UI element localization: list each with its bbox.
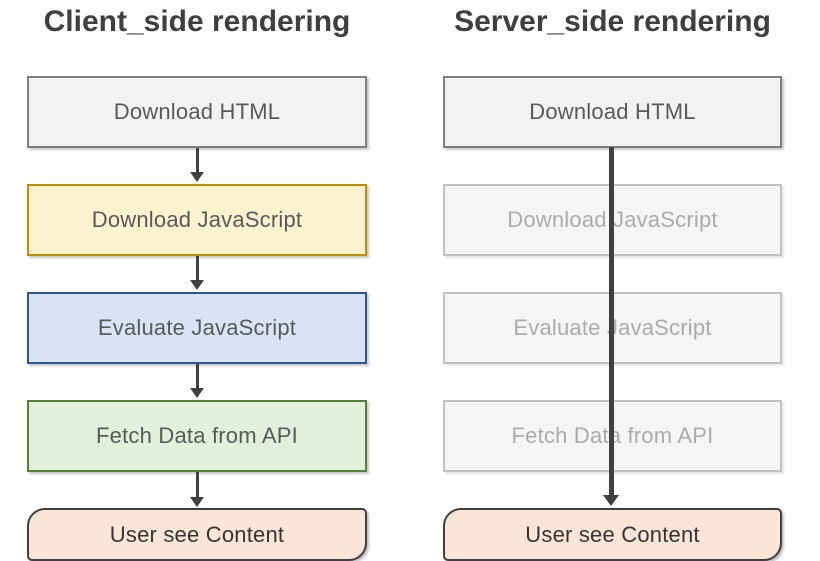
step-label: User see Content <box>109 521 285 547</box>
client-step-download-html: Download HTML <box>27 76 367 148</box>
step-label: Download JavaScript <box>91 207 303 232</box>
step-label: Evaluate JavaScript <box>97 315 297 340</box>
server-step-download-html: Download HTML <box>443 76 782 148</box>
step-label: Fetch Data from API <box>96 423 298 448</box>
step-label: User see Content <box>525 521 700 547</box>
arrow-down-icon <box>603 495 619 506</box>
client-step-user-see-content: User see Content <box>27 508 367 561</box>
arrow-down-icon <box>190 280 204 290</box>
step-label: Download HTML <box>529 99 696 124</box>
client-step-evaluate-javascript: Evaluate JavaScript <box>27 292 367 364</box>
arrow-down-icon <box>190 497 204 507</box>
server-step-user-see-content: User see Content <box>443 508 782 561</box>
arrow-down-icon <box>609 147 614 496</box>
arrow-down-icon <box>196 364 199 389</box>
arrow-down-icon <box>196 256 199 281</box>
step-label: Download HTML <box>113 99 281 124</box>
arrow-down-icon <box>196 148 199 173</box>
arrow-down-icon <box>196 472 199 498</box>
arrow-down-icon <box>190 388 204 398</box>
client-step-download-javascript: Download JavaScript <box>27 184 367 256</box>
client-side-column-title: Client_side rendering <box>43 5 351 38</box>
arrow-down-icon <box>190 172 204 182</box>
server-side-column-title: Server_side rendering <box>454 5 771 38</box>
client-step-fetch-data-from-api: Fetch Data from API <box>27 400 367 472</box>
